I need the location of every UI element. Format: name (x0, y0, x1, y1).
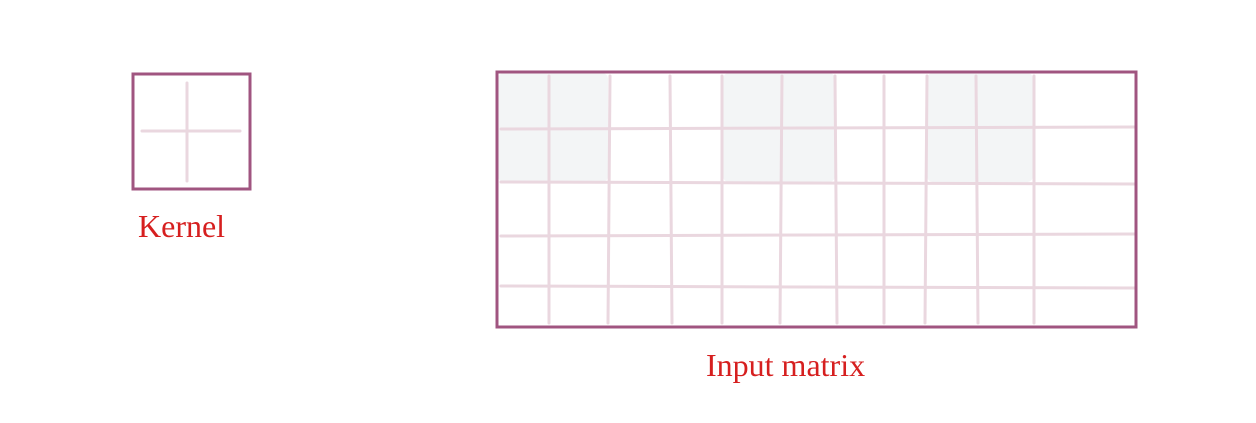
grid-line-vertical (778, 74, 784, 325)
kernel-label: Kernel (138, 208, 226, 244)
input-matrix-frame (495, 70, 1138, 329)
grid-line-vertical (606, 74, 612, 325)
kernel-box (131, 72, 252, 191)
input-matrix-label: Input matrix (706, 347, 866, 383)
grid-line-vertical (668, 74, 674, 325)
grid-line-horizontal (499, 232, 1138, 238)
grid-line-vertical (833, 74, 839, 325)
grid-line-horizontal (499, 180, 1138, 186)
grid-line-horizontal (499, 284, 1138, 290)
kernel-frame (131, 72, 252, 191)
grid-line-vertical (974, 74, 980, 325)
input-matrix-grid-lines (499, 74, 1138, 325)
grid-line-horizontal (499, 125, 1138, 131)
grid-line-vertical (923, 74, 929, 325)
